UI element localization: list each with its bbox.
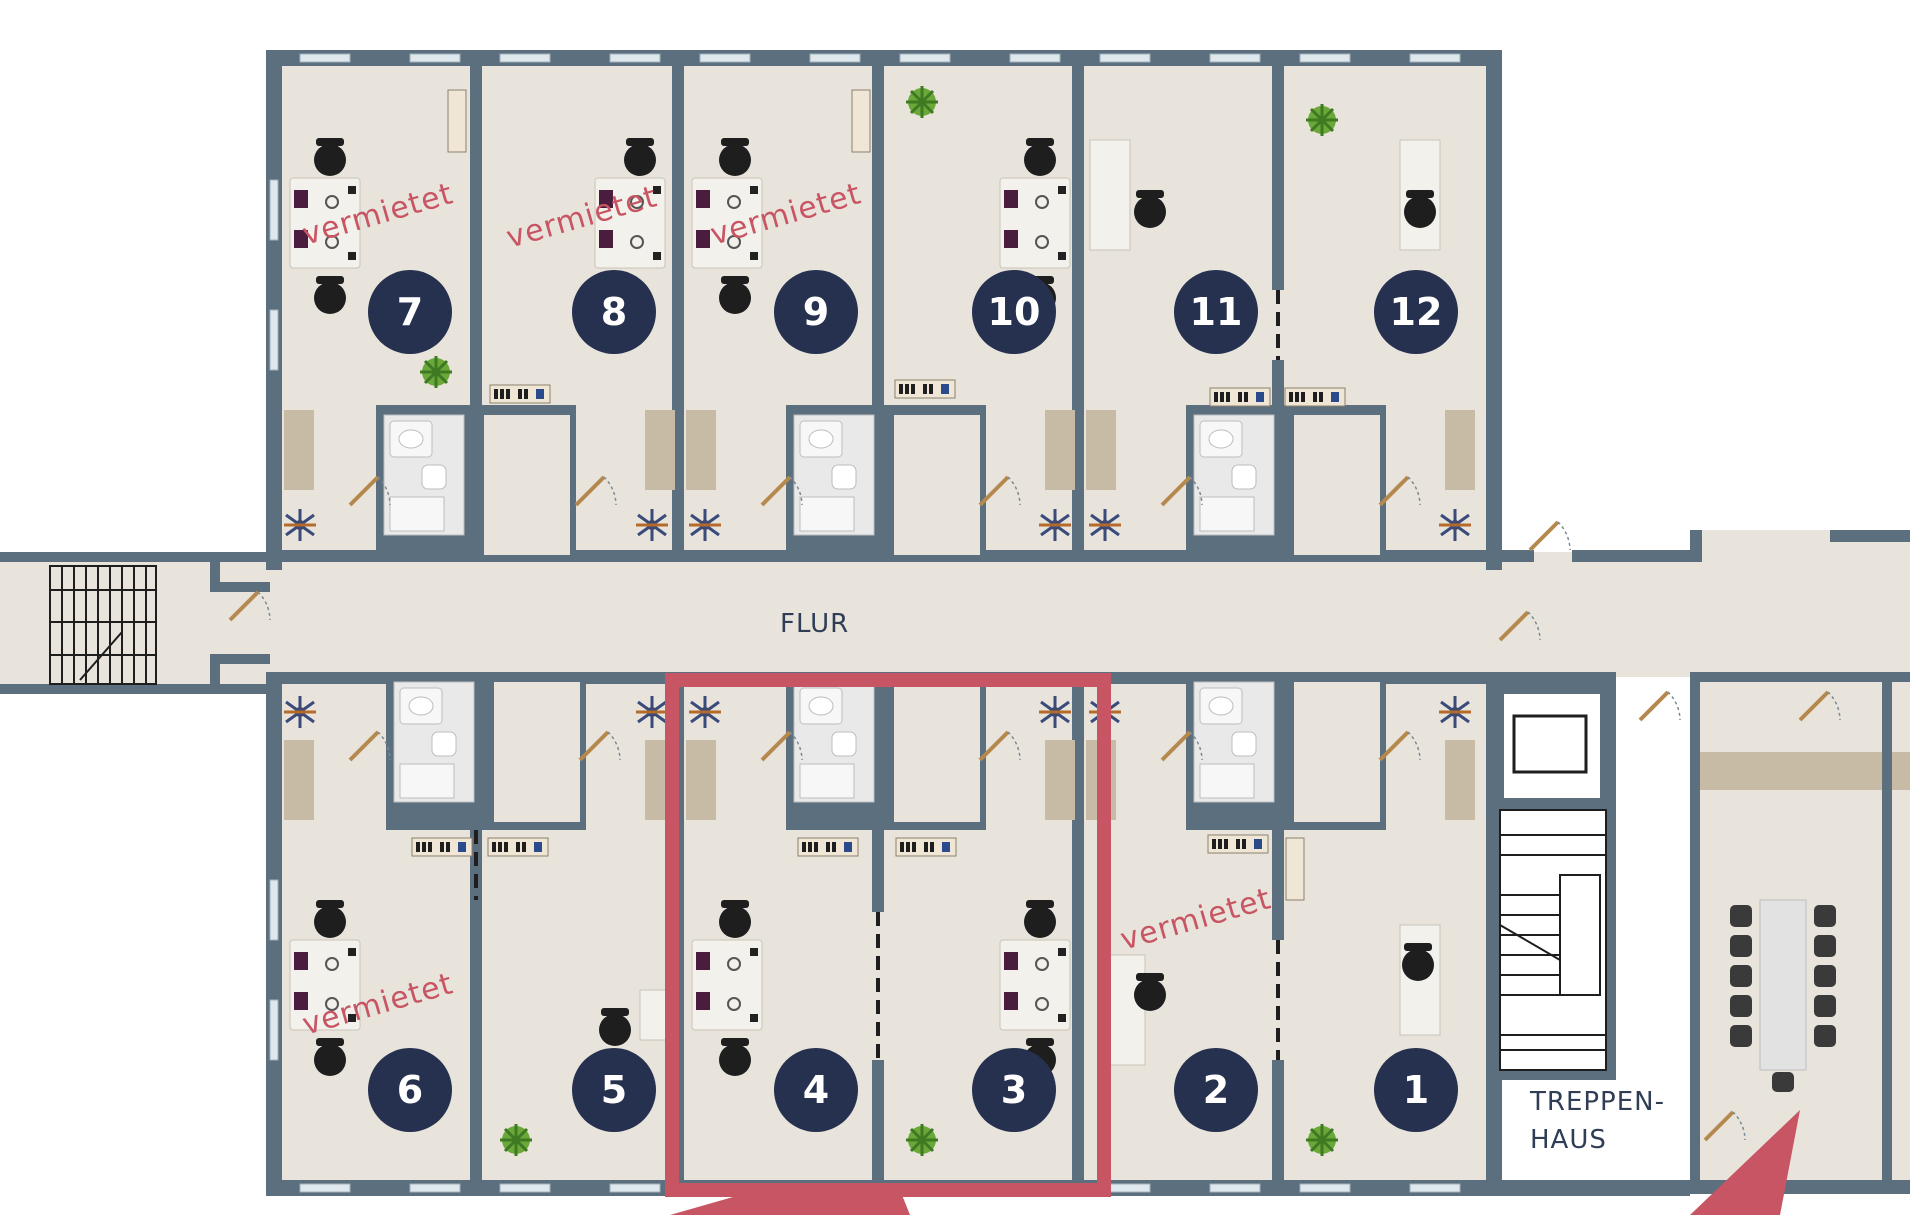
room-number-6: 6 — [397, 1068, 423, 1112]
room-badge-10[interactable]: 10 — [972, 270, 1056, 354]
room-number-12: 12 — [1390, 290, 1443, 334]
room-number-10: 10 — [988, 290, 1041, 334]
room-number-5: 5 — [601, 1068, 627, 1112]
room-number-9: 9 — [803, 290, 829, 334]
highlight-frame — [665, 673, 1111, 1197]
room-number-11: 11 — [1190, 290, 1243, 334]
room-number-8: 8 — [601, 290, 627, 334]
room-number-3: 3 — [1001, 1068, 1027, 1112]
stair-label-line2: HAUS — [1530, 1125, 1607, 1155]
room-badge-12[interactable]: 12 — [1374, 270, 1458, 354]
room-number-1: 1 — [1403, 1068, 1429, 1112]
room-badge-3[interactable]: 3 — [972, 1048, 1056, 1132]
room-badge-1[interactable]: 1 — [1374, 1048, 1458, 1132]
room-badge-5[interactable]: 5 — [572, 1048, 656, 1132]
room-badge-11[interactable]: 11 — [1174, 270, 1258, 354]
arrow-pointer-icon — [670, 1190, 910, 1215]
staircase-treppenhaus — [1490, 686, 1616, 1080]
room-badge-8[interactable]: 8 — [572, 270, 656, 354]
conference-table-icon — [1730, 899, 1836, 1092]
room-badge-7[interactable]: 7 — [368, 270, 452, 354]
room-badge-9[interactable]: 9 — [774, 270, 858, 354]
corridor-label: FLUR — [780, 609, 849, 639]
room-badge-4[interactable]: 4 — [774, 1048, 858, 1132]
room-number-2: 2 — [1203, 1068, 1229, 1112]
arrow-pointer-icon — [1690, 1110, 1800, 1215]
stair-label-line1: TREPPEN- — [1529, 1087, 1665, 1117]
bathroom-units-bottom — [386, 680, 1386, 830]
bookshelf-icon — [411, 89, 1346, 901]
staircase-left — [49, 565, 157, 685]
bathroom-units-top — [376, 405, 1386, 555]
room-number-7: 7 — [397, 290, 423, 334]
room-badge-6[interactable]: 6 — [368, 1048, 452, 1132]
room-badge-2[interactable]: 2 — [1174, 1048, 1258, 1132]
room-number-4: 4 — [803, 1068, 829, 1112]
